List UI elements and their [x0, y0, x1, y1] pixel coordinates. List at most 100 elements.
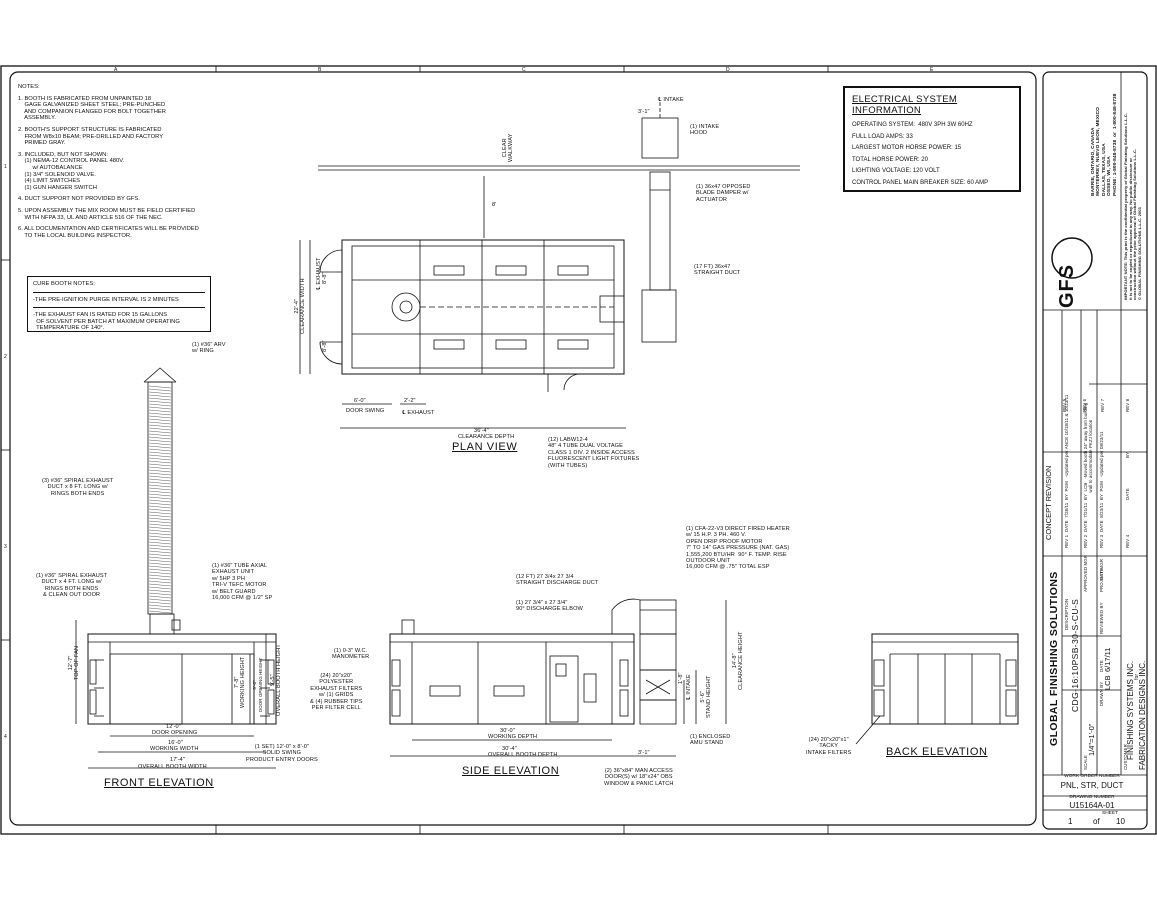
side-overall-depth-dim: 30'-4": [502, 746, 517, 752]
spiral-hatch-line: [148, 544, 172, 548]
spiral-hatch-line: [148, 517, 172, 521]
spiral-hatch-line: [148, 415, 172, 419]
back-elevation-title: BACK ELEVATION: [886, 746, 988, 758]
spiral-hatch-line: [148, 553, 172, 557]
spiral-hatch-line: [148, 607, 172, 611]
grid-col-b: B: [318, 67, 322, 73]
spiral-hatch-line: [148, 442, 172, 446]
plan-dim-8: 8': [492, 202, 497, 208]
spiral-hatch-line: [148, 484, 172, 488]
spiral-hatch-line: [148, 574, 172, 578]
note-6: 6. ALL DOCUMENTATION AND CERTIFICATES WI…: [18, 226, 199, 239]
spiral-hatch-line: [148, 586, 172, 590]
scale-value: 1/4"=1'-0": [1087, 723, 1096, 756]
grid-row-3: 3: [4, 544, 7, 550]
front-top-of-fan: 12'-7" TOP OF FAN: [68, 645, 81, 680]
cure-note-1: -THE PRE-IGNITION PURGE INTERVAL IS 2 MI…: [33, 296, 179, 303]
spiral-hatch-line: [148, 451, 172, 455]
spiral-hatch-line: [148, 448, 172, 452]
spiral-hatch-line: [148, 541, 172, 545]
spiral-hatch-line: [148, 400, 172, 404]
spiral-hatch-line: [148, 487, 172, 491]
grid-labels: A B C D E 1 2 3 4: [4, 67, 934, 740]
elec-row-4: TOTAL HORSE POWER: 20: [852, 156, 928, 163]
plan-lights: (12) LABW12-4 48" 4 TUBE DUAL VOLTAGE CL…: [548, 437, 640, 469]
plan-damper: (1) 36x47 OPPOSED BLADE DAMPER w/ ACTUAT…: [696, 184, 751, 203]
title-block-grid: [1043, 72, 1147, 811]
spiral-hatch-line: [148, 454, 172, 458]
note-1: 1. BOOTH IS FABRICATED FROM UNPAINTED 18…: [18, 95, 166, 122]
spiral-hatch-line: [148, 565, 172, 569]
cure-note-2: -THE EXHAUST FAN IS RATED FOR 15 GALLONS…: [33, 312, 180, 332]
customer2-value: FABRICATION DESIGNS INC.: [1138, 660, 1147, 770]
spiral-hatch-line: [148, 463, 172, 467]
grid-col-e: E: [930, 67, 934, 73]
sheet-total: 10: [1116, 817, 1125, 826]
spiral-hatch-line: [148, 592, 172, 596]
spiral-hatch-line: [148, 511, 172, 515]
plan-clear-walkway: CLEAR WALKWAY: [502, 133, 515, 162]
spiral-hatch-line: [148, 430, 172, 434]
spiral-hatch-line: [148, 556, 172, 560]
back-elevation-drawing: [855, 633, 1019, 745]
spiral-hatch-line: [148, 427, 172, 431]
spiral-hatch-line: [148, 601, 172, 605]
spiral-hatch-line: [148, 409, 172, 413]
side-clearance-height: 14'-8" CLEARANCE HEIGHT: [732, 631, 745, 690]
spiral-hatch-line: [148, 385, 172, 389]
front-solid-swing: (1 SET) 12'-0" x 8'-0" SOLID SWING PRODU…: [246, 744, 318, 763]
electrical-title: ELECTRICAL SYSTEM INFORMATION: [852, 94, 958, 116]
rev-7: REV 7: [1100, 398, 1105, 412]
plan-door-swing: DOOR SWING: [346, 408, 385, 414]
rev-line-1: REV 1 DATE 7/28/11 BY PGM -Updated per A…: [1064, 394, 1069, 548]
spiral-hatch-line: [148, 469, 172, 473]
spiral-hatch-line: [148, 391, 172, 395]
rev-5: REV 5: [1062, 398, 1067, 412]
side-elevation-drawing: [389, 598, 727, 757]
plan-intake-hood: (1) INTAKE HOOD: [690, 124, 720, 137]
cure-booth-notes: CURE BOOTH NOTES: -THE PRE-IGNITION PURG…: [27, 276, 211, 332]
rev-4: REV 4: [1125, 534, 1130, 548]
sheet-number: 1: [1068, 817, 1073, 826]
spiral-hatch-line: [148, 520, 172, 524]
sheet-of: of: [1093, 817, 1100, 826]
drawing-number-value: U15164A-01: [1069, 801, 1115, 810]
spiral-hatch-line: [148, 481, 172, 485]
side-elbow: (1) 27 3/4" x 27 3/4" 90° DISCHARGE ELBO…: [516, 600, 583, 613]
spiral-hatch-line: [148, 550, 172, 554]
spiral-hatch-line: [148, 514, 172, 518]
plan-clearance-depth-dim: 36'-4": [474, 428, 489, 434]
spiral-hatch-line: [148, 439, 172, 443]
plan-door-dim: 6'-0": [354, 398, 366, 404]
rev-line-2: REV 2 DATE 7/21/11 BY LCB -Moved booth 2…: [1083, 402, 1093, 548]
front-working-height: 7'-8" WORKING HEIGHT: [234, 656, 247, 708]
rev-8: REV 8: [1125, 398, 1130, 412]
note-4: 4. DUCT SUPPORT NOT PROVIDED BY GFS.: [18, 196, 140, 203]
spiral-hatch-line: [148, 424, 172, 428]
spiral-hatch-line: [148, 568, 172, 572]
side-heater: (1) CFA-22-V3 DIRECT FIRED HEATER w/ 15 …: [686, 526, 790, 571]
grid-row-4: 4: [4, 734, 7, 740]
grid-row-2: 2: [4, 354, 7, 360]
spiral-hatch-line: [148, 496, 172, 500]
plan-clearance-depth: CLEARANCE DEPTH: [458, 434, 515, 440]
spiral-hatch-line: [148, 580, 172, 584]
spiral-hatch-line: [148, 610, 172, 614]
approved-mgr-label: APPROVED MGR: [1083, 554, 1088, 592]
front-door-opening-dim: 12'-0": [166, 724, 181, 730]
front-axial-fan: (1) #36" TUBE AXIAL EXHAUST UNIT w/ 5HP …: [212, 563, 273, 602]
spiral-hatch-line: [148, 421, 172, 425]
grid-ticks: [1, 66, 829, 834]
work-order-value: PNL, STR, DUCT: [1060, 781, 1124, 790]
spiral-hatch-line: [148, 460, 172, 464]
description-value: CDG-16:10PSB-30-S-CU-S: [1070, 598, 1080, 712]
spiral-hatch-line: [148, 472, 172, 476]
spiral-hatch-line: [148, 403, 172, 407]
side-man-door: (2) 36"x84" MAN ACCESS DOOR(S) w/ 18"x24…: [604, 768, 674, 787]
spiral-hatch-line: [148, 502, 172, 506]
spiral-hatch-line: [148, 547, 172, 551]
front-overall-width-dim: 17'-4": [170, 757, 185, 763]
spiral-hatch-line: [148, 493, 172, 497]
spiral-hatch-line: [148, 475, 172, 479]
